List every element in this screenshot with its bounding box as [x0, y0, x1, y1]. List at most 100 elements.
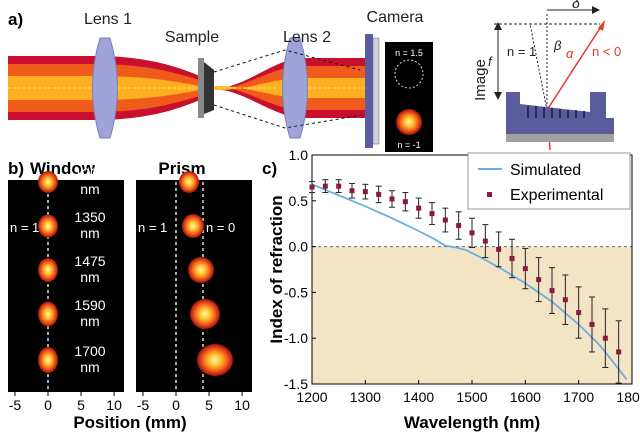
experimental-point: [522, 266, 528, 272]
negative-index-region: [312, 246, 632, 384]
window-spot: [38, 171, 58, 193]
image-label: Image: [472, 59, 489, 101]
window-n-label: n = 1: [10, 220, 39, 235]
window-spots: [38, 171, 58, 373]
experimental-point: [416, 205, 422, 211]
y-tick-label: 1.0: [289, 147, 309, 163]
prism-spot: [190, 299, 220, 329]
experimental-point: [349, 188, 355, 194]
sample-prism: [204, 62, 214, 114]
experimental-point: [616, 349, 622, 355]
n-one-label: n = 1: [507, 44, 536, 59]
camera-body: [365, 34, 373, 148]
prism-spot: [179, 171, 199, 193]
inset-dashed-circle: [394, 59, 424, 89]
wavelength-value: 1350: [74, 209, 105, 225]
legend-simulated-label: Simulated: [510, 162, 581, 179]
y-tick-label: -0.5: [284, 284, 308, 300]
panel-a: a) Lens 1 Sample Lens 2 Camera n = 1.5 n…: [8, 0, 621, 152]
experimental-point: [456, 223, 462, 229]
experimental-point: [442, 217, 448, 223]
y-tick-label: -1.5: [284, 376, 308, 392]
x-tick-label: 1800: [616, 389, 640, 405]
panel-a-label: a): [8, 10, 23, 29]
delta-label: δ: [572, 0, 580, 11]
position-tick-label: 5: [77, 397, 85, 413]
refracted-arrowhead: [598, 20, 605, 31]
lens-2: [282, 37, 308, 139]
sample-label: Sample: [165, 29, 219, 46]
experimental-point: [562, 297, 568, 303]
experimental-point: [602, 335, 608, 341]
x-tick-label: 1600: [510, 389, 541, 405]
camera-sensor: [372, 37, 380, 145]
experimental-point: [589, 321, 595, 327]
experimental-point: [389, 196, 395, 202]
experimental-point: [336, 183, 342, 189]
ray-top: [213, 49, 361, 73]
inset-top-label: n = 1.5: [395, 48, 423, 58]
y-tick-label: 0.0: [289, 239, 309, 255]
experimental-point: [322, 183, 328, 189]
legend-experimental-label: Experimental: [510, 187, 603, 204]
inset-bottom-label: n = -1: [397, 140, 420, 150]
lens-1: [92, 37, 118, 139]
wavelength-value: 1475: [74, 253, 105, 269]
refracted-ray: [546, 21, 605, 111]
wedge-base: [506, 92, 606, 118]
experimental-point: [509, 256, 515, 262]
position-tick-label: 10: [234, 397, 250, 413]
prism-spot: [197, 344, 233, 376]
inset-spot: [396, 109, 422, 135]
experimental-point: [309, 184, 315, 190]
experimental-point: [536, 277, 542, 283]
wavelength-value: 1200: [74, 165, 105, 181]
wavelength-unit: nm: [80, 313, 99, 329]
position-tick-label: 10: [106, 397, 122, 413]
experimental-point: [402, 199, 408, 205]
incident-ray: [529, 23, 548, 111]
experimental-point: [362, 189, 368, 195]
camera-label: Camera: [367, 9, 424, 26]
experimental-point: [576, 310, 582, 316]
alpha-label: α: [566, 46, 574, 61]
beta-label: β: [553, 38, 562, 53]
position-tick-label: 5: [205, 397, 213, 413]
wedge-stripes: [527, 106, 585, 118]
substrate-bottom: [506, 134, 614, 142]
x-tick-label: 1500: [456, 389, 487, 405]
lens-2-label: Lens 2: [283, 29, 331, 46]
y-tick-label: -1.0: [284, 330, 308, 346]
experimental-point: [482, 238, 488, 244]
panel-b-label: b): [8, 159, 24, 178]
x-axis-label: Wavelength (nm): [404, 413, 540, 432]
camera-inset: [385, 42, 433, 152]
f-label: f: [488, 54, 493, 69]
wavelength-value: 1700: [74, 343, 105, 359]
n-neg-label: n < 0: [592, 44, 621, 59]
simulated-line: [311, 183, 628, 380]
panel-c-label: c): [262, 159, 277, 178]
substrate: [506, 118, 614, 134]
x-tick-label: 1200: [296, 389, 327, 405]
prism-spots: [179, 171, 233, 376]
position-axis-label: Position (mm): [73, 413, 186, 432]
delta-arrowhead: [592, 6, 600, 14]
wavelength-unit: nm: [80, 181, 99, 197]
prism-n0-label: n = 0: [206, 220, 235, 235]
wavelength-unit: nm: [80, 225, 99, 241]
window-spot: [38, 347, 58, 373]
window-spot: [38, 258, 58, 282]
experimental-point: [496, 246, 502, 252]
panel-b: b) Window Prism n = 1 1200nm1350nm1475nm…: [8, 159, 252, 432]
prism-n1-label: n = 1: [138, 220, 167, 235]
window-spot: [38, 301, 58, 327]
y-tick-label: 0.5: [289, 193, 309, 209]
prism-spot: [188, 257, 214, 283]
